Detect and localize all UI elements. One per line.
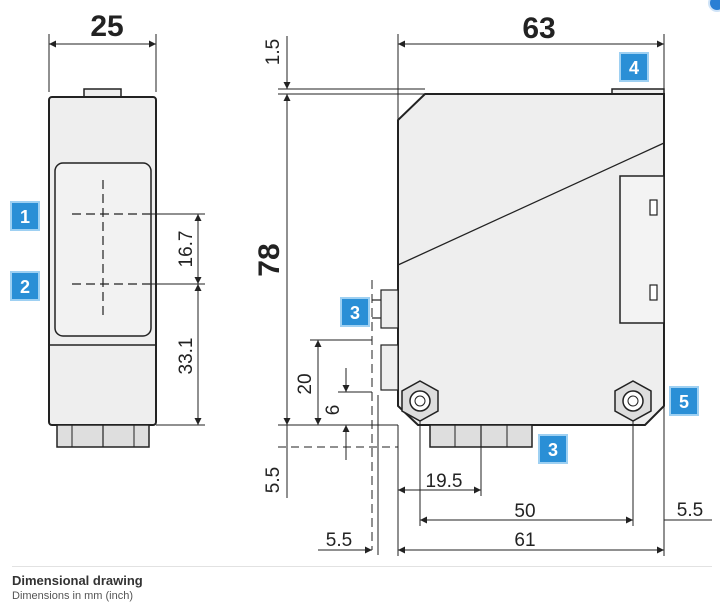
svg-text:4: 4: [629, 58, 639, 78]
dim-label-19-5: 19.5: [426, 471, 463, 492]
dimensional-drawing: 25 16.7 33.1: [10, 10, 712, 556]
dim-label-5-5-vertical: 5.5: [263, 467, 284, 493]
dim-label-78: 78: [253, 243, 286, 276]
dim-bottom: [318, 406, 712, 556]
caption-subtitle: Dimensions in mm (inch): [12, 590, 134, 602]
dim-connector: [310, 280, 379, 555]
svg-text:1: 1: [20, 207, 30, 227]
dim-label-33-1: 33.1: [176, 338, 197, 375]
front-view-hole-left: [401, 380, 439, 422]
dim-label-6: 6: [323, 405, 344, 416]
dim-front-width: [397, 34, 665, 120]
callout-4: 4: [619, 52, 649, 82]
side-view: [48, 88, 157, 448]
dim-label-63: 63: [522, 12, 555, 45]
callout-5: 5: [669, 386, 699, 416]
dim-label-5-5-right: 5.5: [677, 500, 703, 521]
dim-side-vertical: [150, 213, 205, 426]
caption-title: Dimensional drawing: [12, 573, 143, 588]
dim-front-height: [278, 36, 425, 498]
dim-label-16-7: 16.7: [176, 231, 197, 268]
dim-label-5-5-left: 5.5: [326, 530, 352, 551]
callout-1: 1: [10, 201, 40, 231]
dim-side-width: [48, 34, 157, 92]
front-view-slot-panel: [619, 175, 665, 324]
svg-text:3: 3: [350, 303, 360, 323]
svg-text:2: 2: [20, 277, 30, 297]
callout-3-side: 3: [340, 297, 370, 327]
front-view-side-connector: [372, 289, 399, 391]
callout-2: 2: [10, 271, 40, 301]
svg-text:3: 3: [548, 440, 558, 460]
callout-3-bottom: 3: [538, 434, 568, 464]
dim-label-61: 61: [514, 530, 535, 551]
front-view: [372, 88, 665, 448]
dim-label-20: 20: [295, 373, 316, 394]
dim-label-1-5: 1.5: [263, 39, 284, 65]
corner-badge-icon: [708, 0, 720, 12]
side-view-window: [54, 162, 152, 337]
dim-label-25: 25: [90, 10, 123, 43]
drawing-caption: Dimensional drawing Dimensions in mm (in…: [12, 566, 712, 602]
dim-label-50: 50: [514, 501, 535, 522]
svg-text:5: 5: [679, 392, 689, 412]
front-view-hole-right: [614, 380, 652, 422]
